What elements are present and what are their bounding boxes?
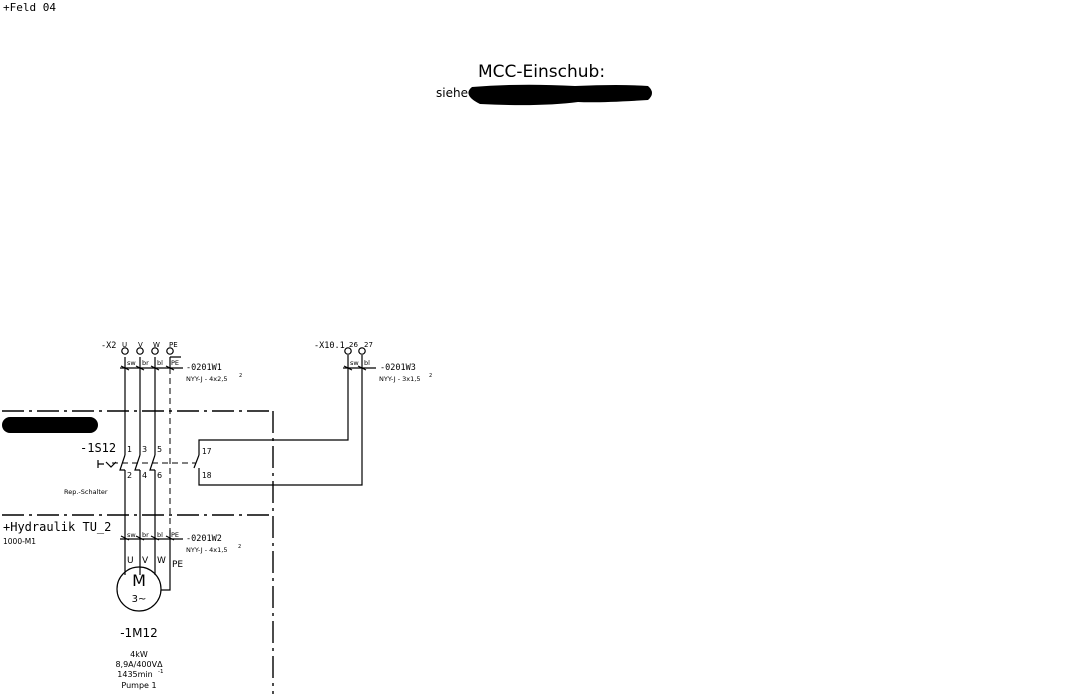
terminal-x2-pin-u: U	[122, 341, 127, 349]
motor-power: 4kW	[130, 650, 148, 659]
motor-speed-exp: -1	[158, 669, 163, 675]
motor-terminal-v: V	[142, 556, 149, 566]
cable-w2-core-4: PE	[171, 531, 179, 539]
cable-w2-name: -0201W2	[186, 534, 222, 544]
mcc-title: MCC-Einschub:	[478, 62, 605, 82]
see-reference-prefix: siehe	[436, 86, 468, 100]
motor-phase: 3~	[132, 594, 147, 605]
terminal-x10-circle-26	[344, 347, 352, 355]
redacted-reference-mark	[468, 84, 652, 106]
cable-w2-core-3: bl	[157, 531, 163, 539]
terminal-x2-pin-w: W	[153, 341, 160, 349]
cable-w1-type: NYY-J - 4x2,5	[186, 375, 227, 383]
cable-w2-core-1: sw	[127, 531, 136, 539]
terminal-x10-label: -X10.1	[314, 341, 345, 351]
switch-terminal-4: 4	[142, 471, 147, 480]
switch-description: Rep.-Schalter	[64, 488, 108, 496]
motor-description: Pumpe 1	[121, 681, 156, 690]
redacted-label-mark	[2, 417, 98, 433]
cable-w1-name: -0201W1	[186, 363, 222, 373]
cable-w1-core-4: PE	[171, 359, 179, 367]
switch-terminal-6: 6	[157, 471, 162, 480]
terminal-x10-pin-26: 26	[349, 341, 358, 349]
terminal-x2-circle-u	[121, 347, 129, 355]
motor-rating: 8,9A/400VΔ	[115, 660, 163, 669]
cable-w2-type-exp: 2	[238, 544, 241, 550]
cable-w1-cores: sw br bl PE	[127, 359, 179, 367]
cable-w3-type: NYY-J - 3x1,5	[379, 375, 420, 383]
switch-name: -1S12	[80, 441, 116, 455]
switch-terminal-3: 3	[142, 445, 147, 454]
location-sub: 1000-M1	[3, 537, 36, 546]
switch-aux-terminal-18: 18	[202, 471, 212, 480]
cable-w2-core-2: br	[142, 531, 149, 539]
terminal-x2-pin-v: V	[138, 341, 143, 349]
switch-symbol	[97, 454, 200, 471]
cable-w3-name: -0201W3	[380, 363, 416, 373]
terminal-x2-circle-w	[151, 347, 159, 355]
terminal-x2-circle-pe	[166, 347, 174, 355]
terminal-x10-circle-27	[358, 347, 366, 355]
cable-w3-type-exp: 2	[429, 373, 432, 379]
motor-symbol	[116, 566, 162, 612]
cable-w2-marker	[120, 530, 183, 591]
cable-w1-core-1: sw	[127, 359, 136, 367]
motor-speed: 1435min	[117, 670, 152, 679]
switch-terminal-2: 2	[127, 471, 132, 480]
switch-terminal-5: 5	[157, 445, 162, 454]
terminal-x2-label: -X2	[101, 341, 116, 351]
aux-wire-27	[198, 368, 363, 486]
cable-w1-core-3: bl	[157, 359, 163, 367]
motor-terminal-u: U	[127, 556, 134, 566]
terminal-x10-pin-27: 27	[364, 341, 373, 349]
motor-terminal-w: W	[157, 556, 166, 566]
cable-w3-marker	[343, 355, 376, 371]
cable-w3-core-2: bl	[364, 359, 370, 367]
location-name: +Hydraulik TU_2	[3, 520, 111, 534]
terminal-x2-circle-v	[136, 347, 144, 355]
switch-aux-terminal-17: 17	[202, 447, 212, 456]
motor-terminal-pe: PE	[172, 560, 183, 570]
cable-w1-type-exp: 2	[239, 373, 242, 379]
main-conductors-lower	[124, 470, 156, 575]
cable-w2-type: NYY-J - 4x1,5	[186, 546, 227, 554]
cable-w3-cores: sw bl	[350, 359, 370, 367]
switch-terminal-1: 1	[127, 445, 132, 454]
cable-w3-core-1: sw	[350, 359, 359, 367]
cable-w2-cores: sw br bl PE	[127, 531, 179, 539]
field-label: +Feld 04	[3, 1, 56, 14]
motor-symbol-letter: M	[132, 571, 146, 590]
motor-name: -1M12	[120, 626, 158, 640]
terminal-x2-pin-pe: PE	[169, 341, 178, 349]
terminal-x2-pins: U V W PE	[122, 341, 178, 349]
cable-w1-core-2: br	[142, 359, 149, 367]
